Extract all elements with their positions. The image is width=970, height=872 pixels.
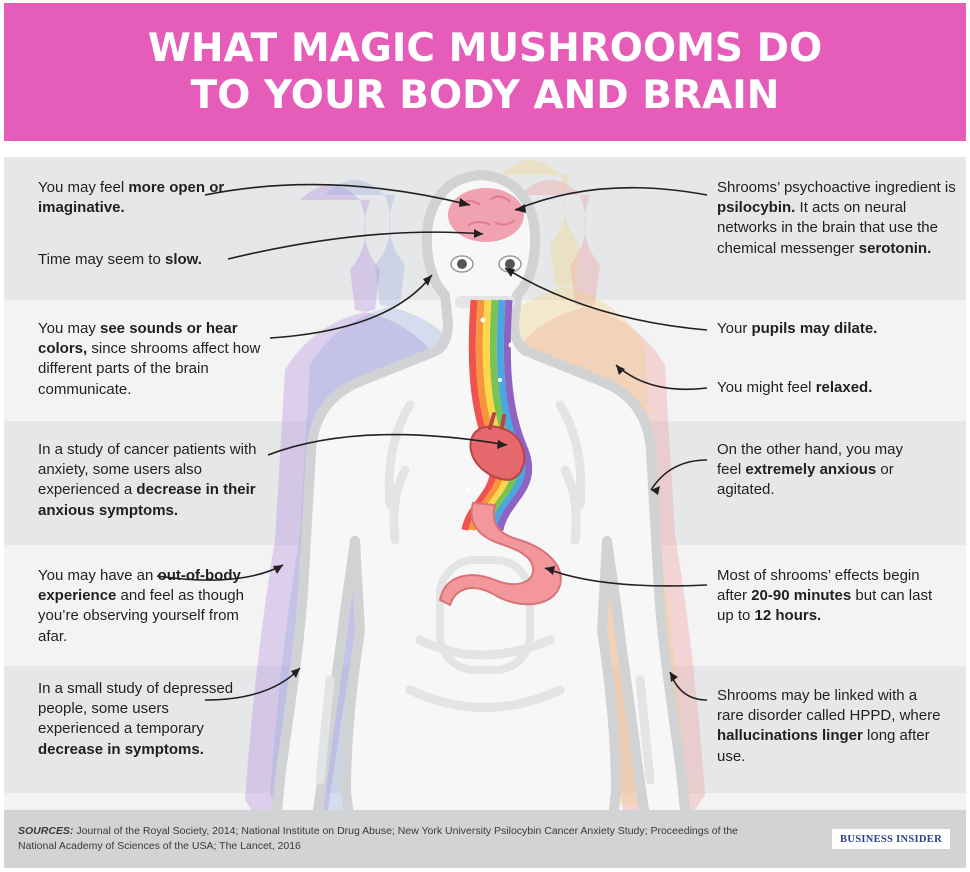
callout-text: You might feel	[717, 379, 816, 396]
callout-text: Shrooms’ psychoactive ingredient is	[717, 179, 956, 196]
callout-text: or agitated.	[717, 461, 894, 499]
sources-footer: SOURCES: Journal of the Royal Society, 2…	[4, 810, 966, 868]
callout-bold-text: slow.	[164, 251, 202, 268]
callout-text: On the other hand, you may feel	[717, 441, 903, 479]
callout-see-sounds: You may see sounds or hear colors, since…	[38, 319, 263, 400]
eyes	[450, 255, 522, 273]
callout-time-slow: Time may seem to slow.	[38, 250, 238, 270]
callout-text: since shrooms affect how different parts…	[38, 340, 261, 398]
callout-bold-text: more open or imaginative.	[38, 179, 225, 217]
callout-relaxed: You might feel relaxed.	[717, 378, 957, 398]
callout-text: You may have an	[38, 567, 158, 584]
callout-pupils: Your pupils may dilate.	[717, 319, 957, 339]
sources-label: SOURCES:	[18, 825, 74, 837]
callout-text: long after use.	[717, 727, 930, 765]
business-insider-logo: BUSINESS INSIDER	[832, 829, 950, 849]
title-line-2: TO YOUR BODY AND BRAIN	[190, 73, 780, 118]
arrow-time-slow	[227, 231, 484, 260]
arrow-open-imaginative	[204, 183, 471, 206]
callout-bold-text: decrease in symptoms.	[38, 740, 204, 758]
callout-text: Your	[717, 320, 752, 337]
callout-bold-text: pupils may dilate.	[751, 320, 878, 337]
callout-bold-text: extremely anxious	[745, 461, 877, 479]
sources-text: SOURCES: Journal of the Royal Society, 2…	[18, 824, 778, 854]
arrow-pupils	[504, 267, 708, 331]
arrow-anxious	[650, 459, 708, 491]
callout-out-of-body: You may have an out-of-body experience a…	[38, 566, 263, 647]
page-title: WHAT MAGIC MUSHROOMS DO TO YOUR BODY AND…	[148, 25, 822, 119]
callout-text: but can last up to	[717, 587, 933, 625]
title-banner: WHAT MAGIC MUSHROOMS DO TO YOUR BODY AND…	[4, 3, 966, 141]
arrow-psilocybin	[514, 186, 708, 211]
callout-text: In a small study of depressed people, so…	[38, 680, 234, 738]
callout-open-imaginative: You may feel more open or imaginative.	[38, 178, 238, 218]
callout-hppd: Shrooms may be linked with a rare disord…	[717, 686, 942, 767]
body-silhouette	[272, 170, 690, 810]
callout-anxious: On the other hand, you may feel extremel…	[717, 440, 912, 501]
callout-bold-text: psilocybin.	[717, 199, 796, 217]
callout-text: You may	[38, 320, 100, 337]
callout-text: In a study of cancer patients with anxie…	[38, 441, 257, 499]
callout-bold-text: decrease in their anxious symptoms.	[38, 481, 256, 519]
callout-cancer-study: In a study of cancer patients with anxie…	[38, 440, 268, 521]
callout-bold-text: hallucinations linger	[717, 727, 863, 745]
callout-text: It acts on neural networks in the brain …	[717, 199, 938, 257]
callout-effects-time: Most of shrooms’ effects begin after 20-…	[717, 566, 942, 627]
callout-bold-text: 20-90 minutes	[751, 587, 852, 605]
connector-arrows	[156, 183, 708, 701]
callout-bold-text: 12 hours.	[754, 607, 822, 625]
arrow-effects-time	[544, 567, 708, 587]
arrow-depressed-study	[204, 667, 301, 701]
callout-depressed-study: In a small study of depressed people, so…	[38, 679, 243, 760]
heart	[469, 412, 526, 481]
callout-text: Time may seem to	[38, 251, 165, 268]
title-line-1: WHAT MAGIC MUSHROOMS DO	[147, 26, 823, 71]
arrow-cancer-study	[267, 433, 508, 456]
callout-text: Most of shrooms’ effects begin after	[717, 567, 920, 605]
callout-bold-text: relaxed.	[815, 379, 873, 396]
callout-text: Shrooms may be linked with a rare disord…	[717, 687, 941, 725]
sources-list: Journal of the Royal Society, 2014; Nati…	[18, 825, 739, 852]
callout-bold-text: see sounds or hear colors,	[38, 320, 238, 358]
arrow-see-sounds	[269, 274, 433, 339]
callout-bold-text: serotonin.	[858, 239, 932, 257]
stomach	[438, 501, 562, 607]
brain	[448, 188, 524, 242]
callout-text: You may feel	[38, 179, 129, 196]
callout-psilocybin: Shrooms’ psychoactive ingredient is psil…	[717, 178, 957, 259]
arrow-out-of-body	[156, 564, 284, 581]
arrow-heads	[273, 198, 678, 682]
callout-text: and feel as though you’re observing your…	[38, 587, 244, 645]
callout-bold-text: out-of-body experience	[38, 567, 241, 605]
